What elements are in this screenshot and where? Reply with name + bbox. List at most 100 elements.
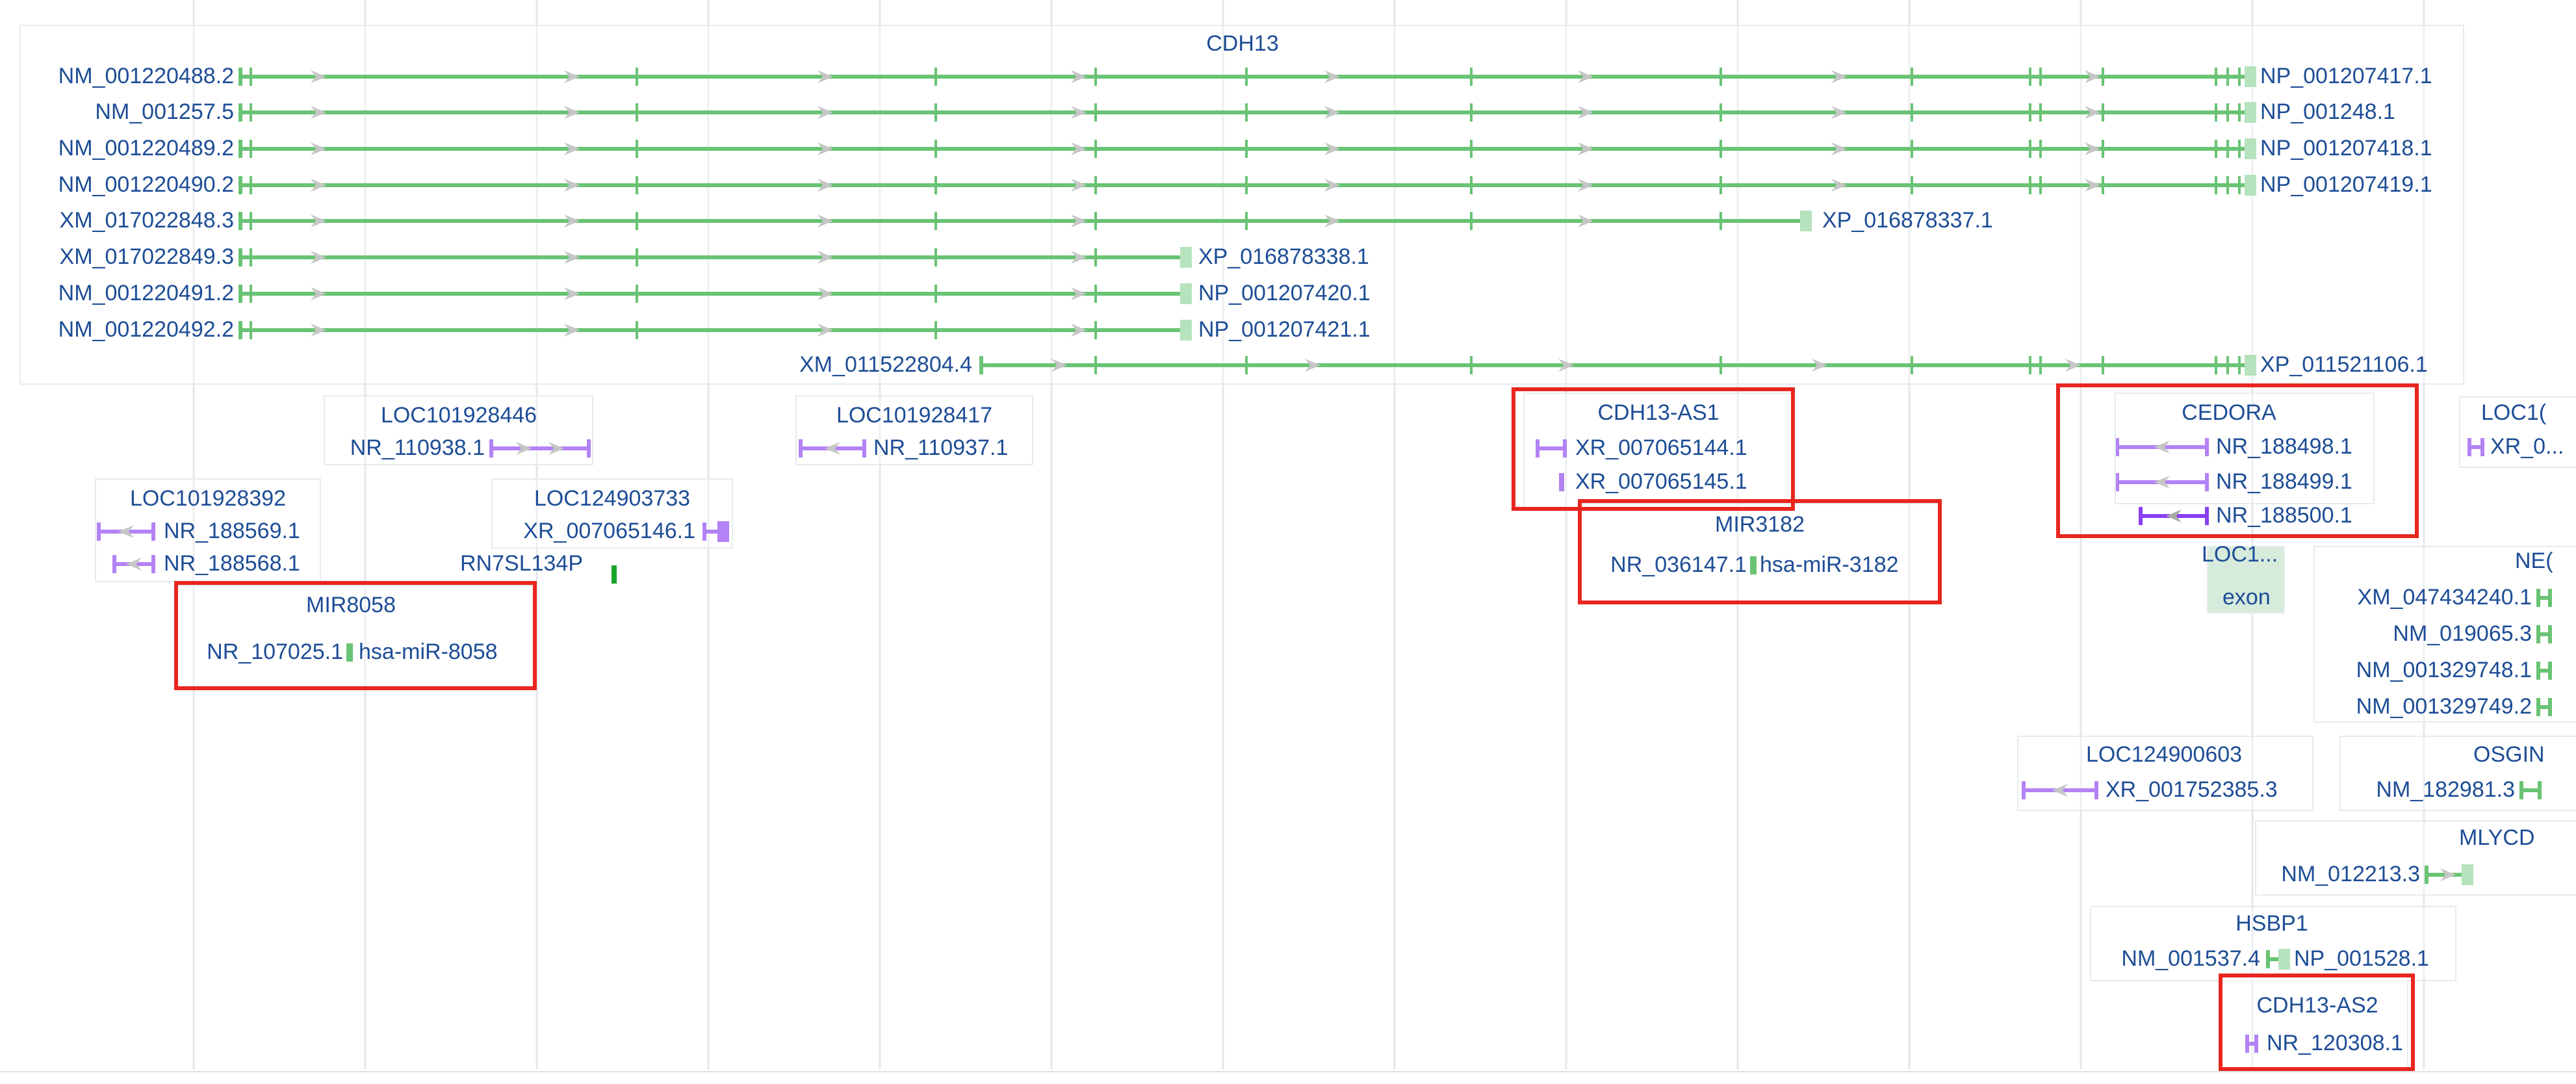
strand-arrow <box>818 324 833 337</box>
gene-name-loc1c-edge[interactable]: LOC1( <box>2481 400 2547 425</box>
transcript-label[interactable]: exon <box>2222 585 2271 610</box>
transcript-label[interactable]: NR_120308.1 <box>2267 1031 2403 1055</box>
transcript-label[interactable]: NM_182981.3 <box>2376 777 2515 802</box>
highlight-box-cdh13-as1 <box>1512 387 1795 511</box>
strand-arrow <box>1071 106 1087 119</box>
strand-arrow <box>311 251 326 264</box>
transcript-label[interactable]: XP_016878338.1 <box>1198 244 1369 269</box>
gene-box-mir8058[interactable] <box>175 585 534 689</box>
transcript-label[interactable]: NR_036147.1 <box>1610 552 1747 577</box>
strand-arrow <box>2085 106 2100 119</box>
gene-name-mir3182[interactable]: MIR3182 <box>1715 512 1805 537</box>
transcript-label[interactable]: NR_107025.1 <box>207 639 343 664</box>
transcript-label[interactable]: NM_001329749.2 <box>2356 694 2532 719</box>
transcript-label[interactable]: XM_017022849.3 <box>59 244 234 269</box>
gene-name-cedora[interactable]: CEDORA <box>2182 400 2276 425</box>
gene-box-loc124900603[interactable] <box>2017 736 2313 811</box>
gene-box-osgin-edge[interactable] <box>2339 736 2576 811</box>
exon-block <box>2245 355 2256 376</box>
gene-name-osgin-edge[interactable]: OSGIN <box>2473 742 2545 767</box>
gene-box-loc101928446[interactable] <box>324 395 593 465</box>
transcript-label[interactable]: XR_007065146.1 <box>523 519 695 543</box>
exon-block <box>2245 66 2256 87</box>
gene-name-mlycd[interactable]: MLYCD <box>2459 825 2535 850</box>
transcript-label[interactable]: NR_188498.1 <box>2216 434 2352 459</box>
transcript-label[interactable]: NR_110938.1 <box>350 435 485 460</box>
gene-name-loc1-trunc[interactable]: LOC1... <box>2202 542 2278 567</box>
transcript-label[interactable]: NM_001220489.2 <box>58 136 234 161</box>
transcript-label[interactable]: NM_019065.3 <box>2393 621 2532 646</box>
transcript-label[interactable]: NM_001220488.2 <box>58 64 234 88</box>
transcript-label[interactable]: XR_0... <box>2490 434 2564 459</box>
transcript-label[interactable]: NM_012213.3 <box>2281 862 2420 886</box>
transcript-label[interactable]: NP_001207420.1 <box>1198 281 1371 305</box>
transcript-label[interactable]: NR_188499.1 <box>2216 469 2352 494</box>
transcript-label[interactable]: NP_001207417.1 <box>2260 64 2432 88</box>
strand-arrow <box>1051 359 1067 372</box>
transcript-label[interactable]: hsa-miR-3182 <box>1760 552 1899 577</box>
gene-box-mir3182[interactable] <box>1580 503 1942 603</box>
transcript-label[interactable]: XM_017022848.3 <box>59 208 234 233</box>
transcript-label[interactable]: NR_188569.1 <box>164 519 300 543</box>
strand-arrow <box>311 214 326 227</box>
gene-name-loc101928392[interactable]: LOC101928392 <box>129 486 287 511</box>
gene-name-cdh13-as1[interactable]: CDH13-AS1 <box>1597 400 1719 425</box>
strand-arrow <box>1071 179 1087 192</box>
gene-box-loc1c-edge[interactable] <box>2459 396 2576 468</box>
transcript-label[interactable]: NP_001528.1 <box>2294 946 2429 971</box>
gene-name-cdh13-as2[interactable]: CDH13-AS2 <box>2256 993 2378 1018</box>
transcript-label[interactable]: hsa-miR-8058 <box>359 639 498 664</box>
transcript-label[interactable]: XR_007065144.1 <box>1575 435 1747 460</box>
transcript-label[interactable]: NM_001220491.2 <box>58 281 234 305</box>
gene-name-mir8058[interactable]: MIR8058 <box>306 593 396 617</box>
strand-arrow <box>311 106 326 119</box>
gene-box-loc101928417[interactable] <box>795 395 1033 465</box>
transcript-label[interactable]: NP_001207418.1 <box>2260 136 2432 161</box>
gene-box-mlycd[interactable] <box>2255 820 2576 896</box>
transcript-label[interactable]: XM_011522804.4 <box>799 352 972 377</box>
transcript-label[interactable]: NR_188500.1 <box>2216 503 2352 528</box>
gene-name-rn7sl134p[interactable]: RN7SL134P <box>460 551 584 576</box>
gene-box-loc101928392[interactable] <box>95 478 321 582</box>
highlight-box-mir3182 <box>1578 499 1942 604</box>
strand-arrow <box>548 442 564 455</box>
gene-name-hsbp1[interactable]: HSBP1 <box>2235 911 2308 936</box>
transcript-label[interactable]: XR_001752385.3 <box>2106 777 2278 802</box>
transcript-label[interactable]: XR_007065145.1 <box>1575 469 1747 494</box>
transcript-label[interactable]: NM_001257.5 <box>95 99 234 124</box>
gene-box-cedora[interactable] <box>2115 393 2375 504</box>
strand-arrow <box>564 106 580 119</box>
strand-arrow <box>1578 106 1593 119</box>
exon-block <box>2462 864 2473 885</box>
gene-name-loc101928446[interactable]: LOC101928446 <box>380 403 537 428</box>
strand-arrow <box>818 70 833 83</box>
gene-name-cdh13[interactable]: CDH13 <box>1206 31 1279 56</box>
transcript-label[interactable]: XP_011521106.1 <box>2260 352 2428 377</box>
transcript-label[interactable]: XP_016878337.1 <box>1822 208 1993 233</box>
gene-name-loc124900603[interactable]: LOC124900603 <box>2085 742 2243 767</box>
gene-name-loc101928417[interactable]: LOC101928417 <box>836 403 993 428</box>
gene-box-loc124903733[interactable] <box>491 478 733 548</box>
strand-arrow <box>1324 142 1340 155</box>
strand-arrow <box>564 251 580 264</box>
strand-arrow <box>564 142 580 155</box>
transcript-label[interactable]: NR_188568.1 <box>164 551 300 576</box>
transcript-label[interactable]: NP_001248.1 <box>2260 99 2395 124</box>
gene-box-loc1-trunc[interactable] <box>2207 546 2285 613</box>
strand-arrow <box>1558 359 1574 372</box>
transcript-label[interactable]: NP_001207419.1 <box>2260 172 2432 197</box>
transcript-label[interactable]: NM_001220490.2 <box>58 172 234 197</box>
transcript-label[interactable]: XM_047434240.1 <box>2357 585 2532 610</box>
gene-box-ne-edge[interactable] <box>2313 546 2576 723</box>
gene-box-hsbp1[interactable] <box>2090 906 2456 981</box>
strand-arrow <box>1071 324 1087 337</box>
gene-name-ne-edge[interactable]: NE( <box>2515 548 2553 573</box>
transcript-label[interactable]: NM_001220492.2 <box>58 317 234 342</box>
transcript-label[interactable]: NM_001329748.1 <box>2356 658 2532 682</box>
transcript-label[interactable]: NM_001537.4 <box>2121 946 2260 971</box>
gene-name-loc124903733[interactable]: LOC124903733 <box>534 486 691 511</box>
gene-box-cdh13[interactable] <box>19 25 2464 385</box>
transcript-label[interactable]: NR_110937.1 <box>873 435 1009 460</box>
transcript-label[interactable]: NP_001207421.1 <box>1198 317 1371 342</box>
